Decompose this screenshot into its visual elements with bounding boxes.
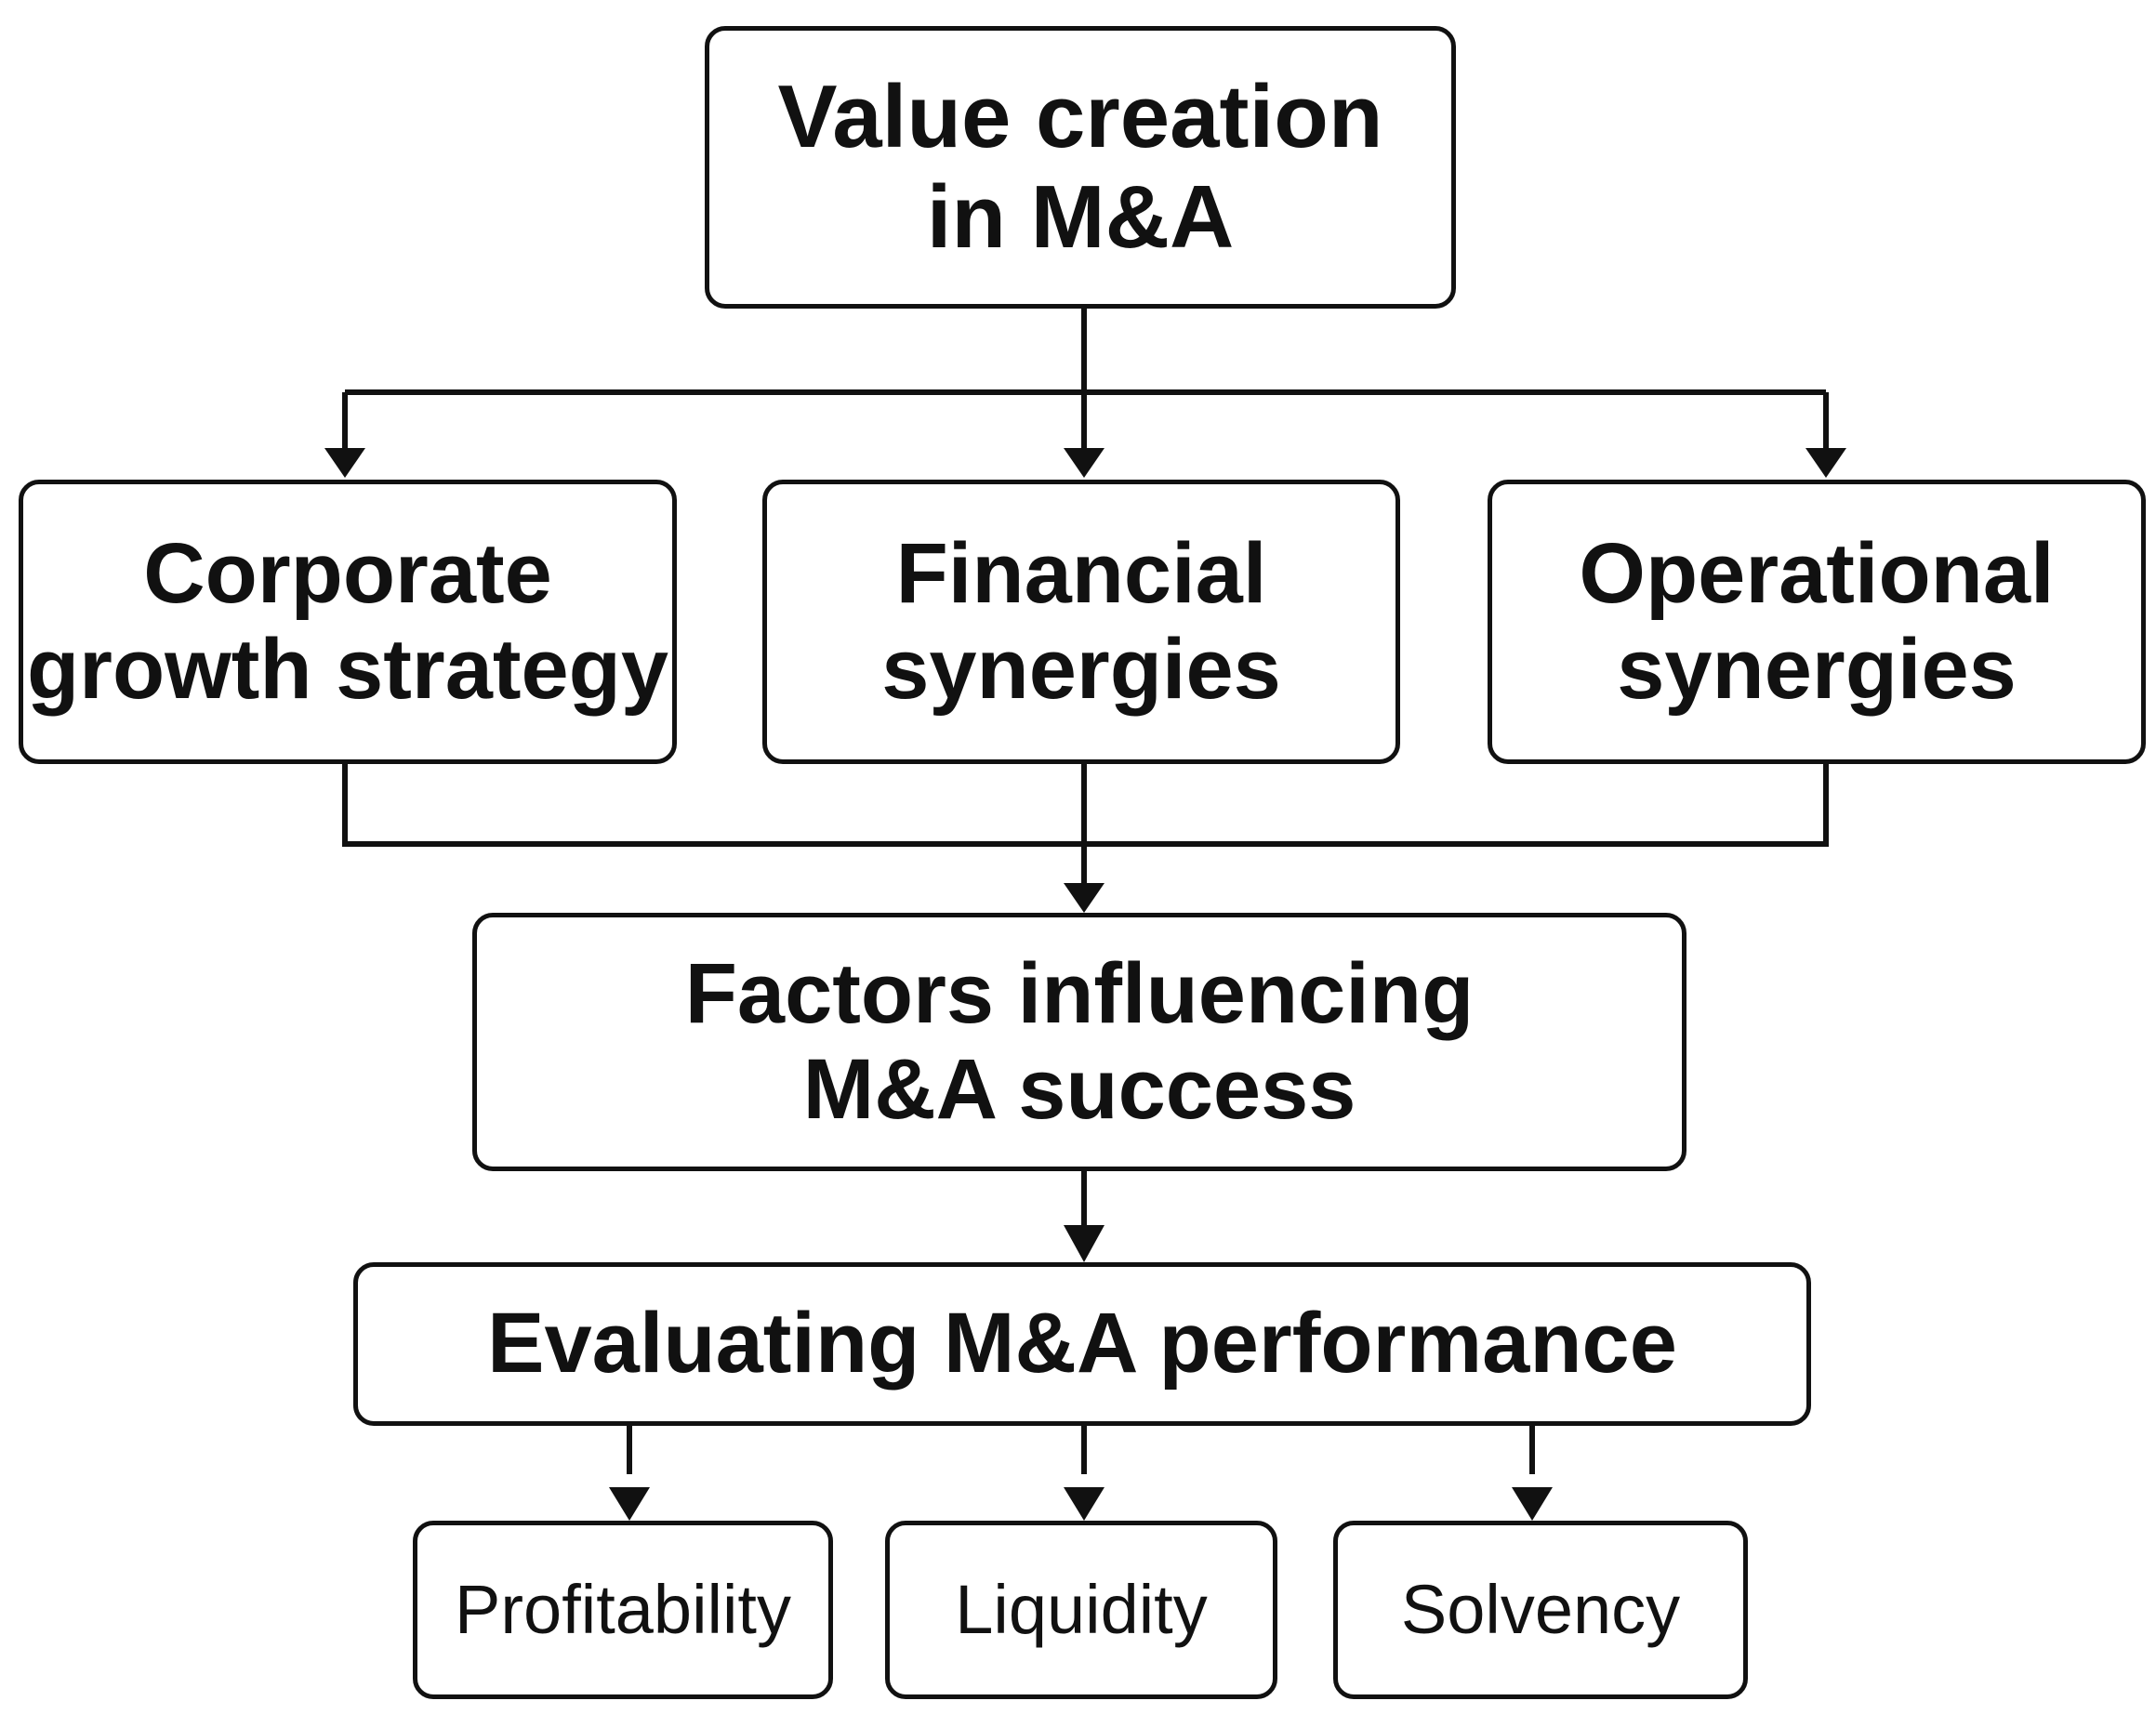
factors-line2: M&A success bbox=[802, 1042, 1356, 1137]
arrowhead-financial bbox=[1064, 448, 1104, 478]
arrowhead-operational bbox=[1805, 448, 1846, 478]
factors-line1: Factors influencing bbox=[684, 945, 1475, 1041]
root-node-value-creation: Value creation in M&A bbox=[705, 26, 1456, 309]
node-evaluating-performance: Evaluating M&A performance bbox=[353, 1262, 1811, 1426]
solvency-label: Solvency bbox=[1400, 1570, 1681, 1648]
root-node-line2: in M&A bbox=[926, 167, 1235, 267]
evaluation-label: Evaluating M&A performance bbox=[487, 1296, 1677, 1391]
financial-line2: synergies bbox=[881, 622, 1281, 717]
root-node-line1: Value creation bbox=[777, 67, 1383, 167]
financial-line1: Financial bbox=[895, 525, 1267, 621]
node-liquidity: Liquidity bbox=[885, 1521, 1277, 1699]
node-operational-synergies: Operational synergies bbox=[1488, 480, 2146, 764]
arrowhead-profitability bbox=[609, 1487, 650, 1521]
node-solvency: Solvency bbox=[1333, 1521, 1748, 1699]
corporate-line1: Corporate bbox=[143, 525, 552, 621]
arrowhead-evaluation bbox=[1064, 1225, 1104, 1262]
liquidity-label: Liquidity bbox=[955, 1570, 1208, 1648]
node-factors-influencing-success: Factors influencing M&A success bbox=[472, 913, 1686, 1171]
arrowhead-solvency bbox=[1512, 1487, 1553, 1521]
arrowhead-factors bbox=[1064, 883, 1104, 913]
node-corporate-growth-strategy: Corporate growth strategy bbox=[19, 480, 677, 764]
corporate-line2: growth strategy bbox=[26, 622, 669, 717]
operational-line1: Operational bbox=[1579, 525, 2055, 621]
arrowhead-liquidity bbox=[1064, 1487, 1104, 1521]
node-profitability: Profitability bbox=[413, 1521, 833, 1699]
arrowhead-corporate bbox=[324, 448, 365, 478]
profitability-label: Profitability bbox=[455, 1570, 791, 1648]
operational-line2: synergies bbox=[1617, 622, 2017, 717]
node-financial-synergies: Financial synergies bbox=[762, 480, 1400, 764]
